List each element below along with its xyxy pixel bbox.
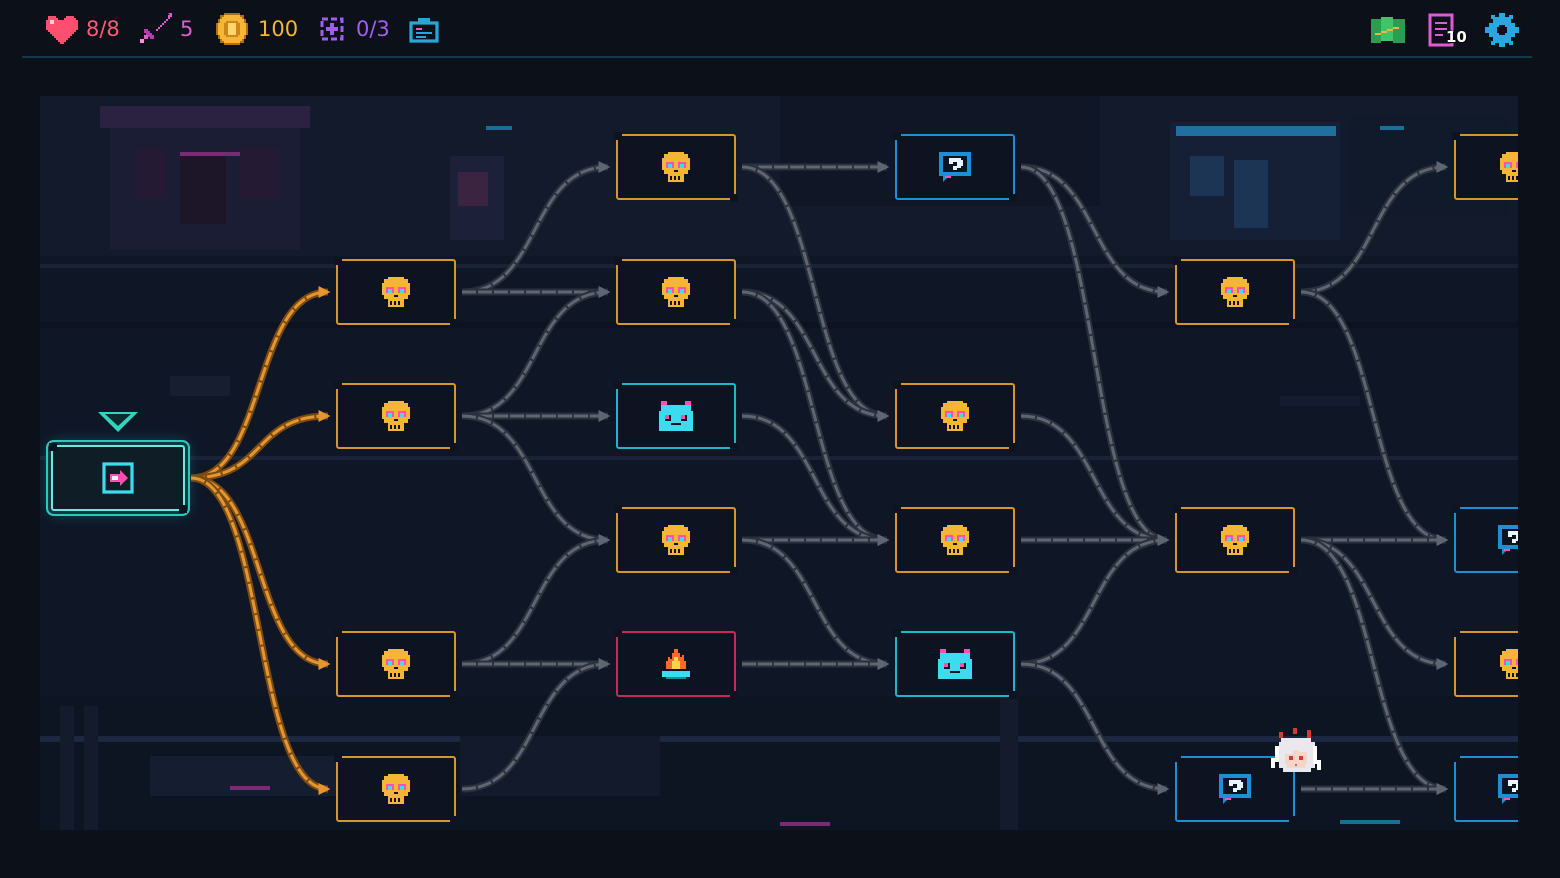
path-edge: [1300, 161, 1449, 296]
enemy-node[interactable]: [614, 132, 738, 202]
enemy-node[interactable]: [893, 381, 1017, 451]
gold-value: 100: [258, 17, 299, 41]
skull-icon: [658, 150, 694, 184]
heart-icon: [46, 16, 78, 44]
path-edge: [461, 286, 611, 420]
enemy-node[interactable]: [334, 629, 458, 699]
path-edge: [741, 536, 890, 670]
enemy-node[interactable]: [334, 754, 458, 824]
path-edge: [1020, 163, 1170, 546]
enemy-node[interactable]: [334, 257, 458, 327]
path-edge: [741, 288, 890, 546]
shop-icon: [657, 399, 695, 433]
map-area: [40, 96, 1518, 830]
map-paths: [190, 161, 1449, 795]
shop-icon: [936, 647, 974, 681]
question-bubble-icon: [1496, 772, 1518, 806]
rest-node[interactable]: [614, 629, 738, 699]
shop-node[interactable]: [614, 381, 738, 451]
current-node-marker: [98, 412, 138, 432]
skull-icon: [658, 523, 694, 557]
question-bubble-icon: [1217, 772, 1253, 806]
event-node[interactable]: [893, 132, 1017, 202]
attack-stat[interactable]: 5: [138, 11, 193, 47]
skull-icon: [1496, 150, 1518, 184]
event-node[interactable]: [1173, 754, 1297, 824]
sword-icon: [140, 13, 172, 43]
enemy-node[interactable]: [1452, 132, 1518, 200]
event-node[interactable]: [1452, 754, 1518, 822]
skull-icon: [658, 275, 694, 309]
top-bar: 8/8 5 100 0/3: [22, 0, 1532, 58]
path-edge: [1300, 536, 1449, 795]
player-avatar: [1267, 726, 1325, 784]
skull-icon: [378, 772, 414, 806]
enemy-node[interactable]: [893, 505, 1017, 575]
relic-icon: [320, 17, 344, 41]
map-button[interactable]: [1368, 10, 1408, 50]
enemy-node[interactable]: [614, 257, 738, 327]
path-edge: [461, 161, 611, 296]
health-value: 8/8: [86, 17, 120, 41]
event-node[interactable]: [1452, 505, 1518, 573]
skull-icon: [937, 523, 973, 557]
enemy-node[interactable]: [1452, 629, 1518, 697]
settings-button[interactable]: [1482, 10, 1522, 50]
path-edge-active: [190, 474, 331, 795]
deck-count: 10: [1446, 28, 1467, 46]
path-edge: [1300, 536, 1449, 670]
path-edge-active: [190, 410, 331, 482]
path-edge: [1020, 660, 1170, 795]
path-edge: [741, 412, 890, 546]
path-edge: [1300, 288, 1449, 546]
relics-value: 0/3: [356, 17, 390, 41]
deck-icon: [1428, 13, 1454, 47]
coin-icon: [216, 13, 248, 45]
enemy-node[interactable]: [334, 381, 458, 451]
path-edge: [741, 288, 890, 422]
path-edge-active: [190, 286, 331, 482]
skull-icon: [1217, 523, 1253, 557]
shop-node[interactable]: [893, 629, 1017, 699]
skull-icon: [378, 399, 414, 433]
path-edge: [461, 658, 611, 793]
path-edge: [741, 163, 890, 422]
skull-icon: [378, 647, 414, 681]
inventory-button[interactable]: [404, 10, 444, 50]
path-edge: [1020, 163, 1170, 298]
entrance-icon: [98, 460, 138, 496]
backpack-icon: [409, 18, 439, 43]
gear-icon: [1485, 13, 1519, 47]
path-edge: [1020, 412, 1170, 546]
deck-button[interactable]: 10: [1424, 10, 1467, 50]
player-head-icon: [1271, 728, 1321, 772]
path-edge: [461, 534, 611, 668]
health-stat[interactable]: 8/8: [44, 11, 120, 47]
skull-icon: [1496, 647, 1518, 681]
enemy-node[interactable]: [614, 505, 738, 575]
path-edge: [1020, 534, 1170, 668]
campfire-icon: [658, 647, 694, 681]
start-node[interactable]: [49, 443, 187, 513]
attack-value: 5: [180, 17, 194, 41]
relics-stat[interactable]: 0/3: [316, 11, 390, 47]
map-icon: [1371, 17, 1405, 43]
skull-icon: [937, 399, 973, 433]
path-edge-active: [190, 474, 331, 670]
gold-stat[interactable]: 100: [214, 11, 298, 47]
skull-icon: [1217, 275, 1253, 309]
enemy-node[interactable]: [1173, 257, 1297, 327]
enemy-node[interactable]: [1173, 505, 1297, 575]
question-bubble-icon: [1496, 523, 1518, 557]
question-bubble-icon: [937, 150, 973, 184]
path-edge: [461, 412, 611, 546]
skull-icon: [378, 275, 414, 309]
